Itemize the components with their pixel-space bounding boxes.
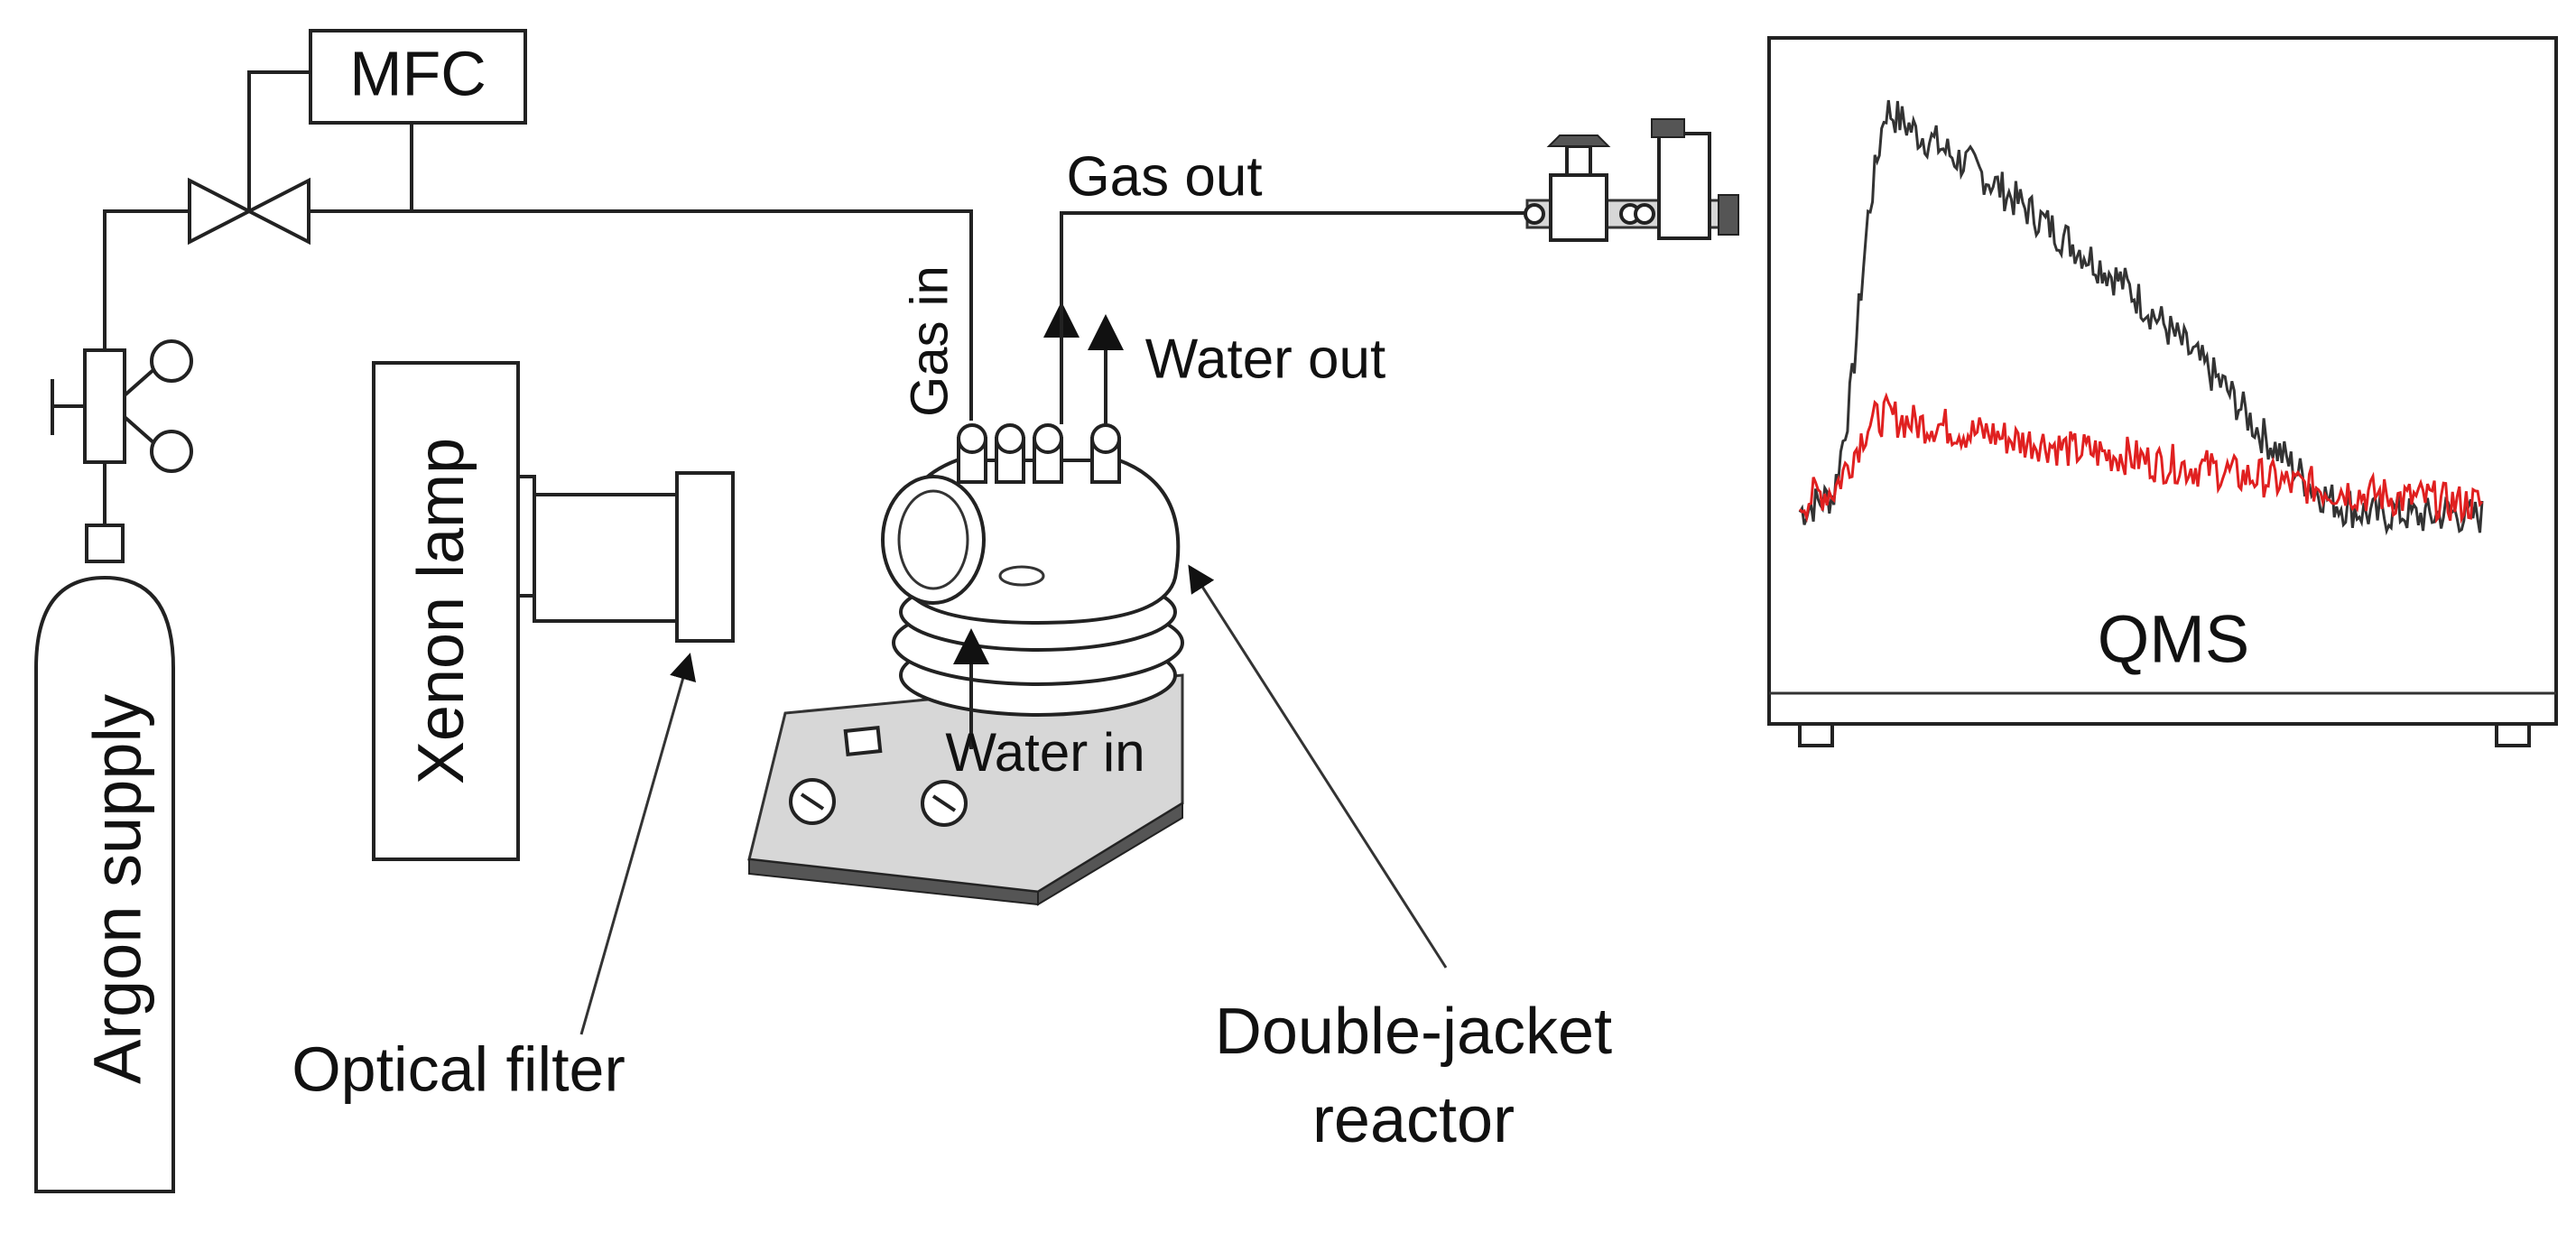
- optical-filter-label: Optical filter: [292, 1034, 625, 1104]
- argon-supply-label: Argon supply: [80, 694, 155, 1084]
- water-in-label: Water in: [945, 722, 1144, 783]
- reactor-label-line2: reactor: [1312, 1084, 1515, 1156]
- qms-signal-plot: [1798, 99, 2484, 536]
- argon-cylinder: Argon supply: [34, 524, 175, 1193]
- mfc-box: MFC: [309, 29, 527, 125]
- valve-icon: [188, 177, 254, 246]
- stirrer-display-icon: [843, 725, 883, 757]
- reactor-vessel: [881, 423, 1184, 717]
- optical-filter: [675, 471, 735, 643]
- pressure-regulator: [51, 339, 193, 525]
- qms-instrument: QMS: [1767, 36, 2558, 747]
- qms-trace-1: [1798, 99, 2484, 536]
- inlet-valve-assembly: [1524, 118, 1739, 242]
- gas-out-line: [1060, 211, 1534, 424]
- water-out-label: Water out: [1145, 328, 1385, 390]
- reactor-label-line1: Double-jacket: [1215, 996, 1612, 1068]
- pressure-gauge-icon: [150, 430, 193, 473]
- gas-line: [103, 70, 973, 421]
- mfc-label: MFC: [349, 38, 486, 108]
- reactor-pointer: [1188, 564, 1448, 969]
- xenon-lamp: Xenon lamp: [372, 361, 702, 861]
- qms-trace-2: [1798, 392, 2484, 524]
- valve-handle-icon: [1546, 134, 1611, 147]
- optical-filter-pointer: [579, 653, 697, 1035]
- qms-label: QMS: [2098, 602, 2250, 677]
- xenon-lamp-label: Xenon lamp: [405, 438, 477, 784]
- pressure-gauge-icon: [150, 339, 193, 383]
- gas-in-label: Gas in: [900, 265, 959, 417]
- gas-out-label: Gas out: [1066, 145, 1262, 208]
- stirrer-plate: [747, 673, 1184, 906]
